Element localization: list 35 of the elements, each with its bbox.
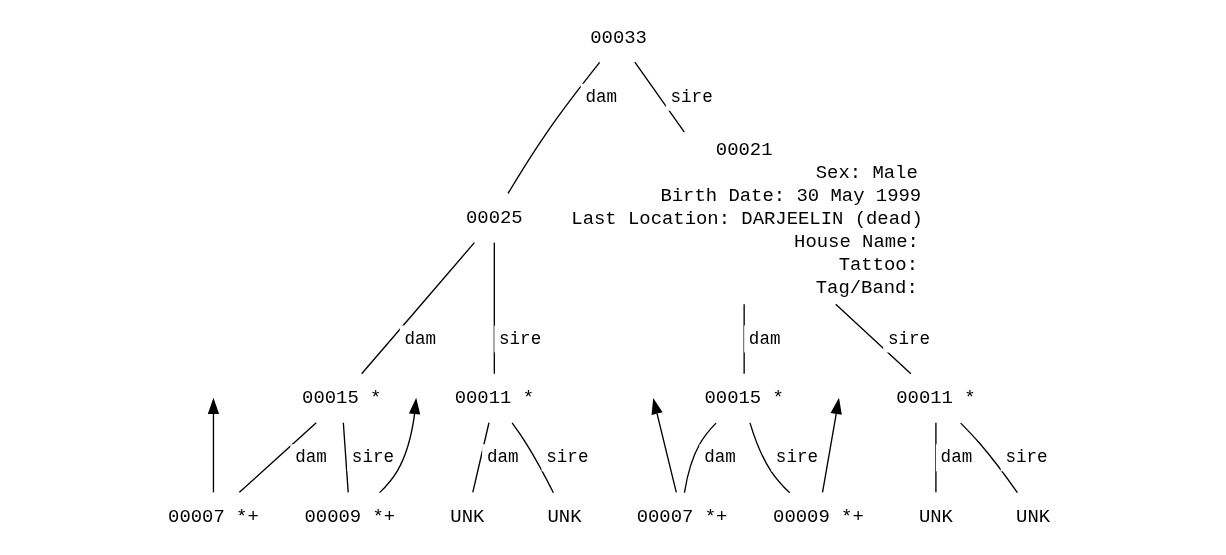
node-text: UNK (547, 506, 582, 529)
edge-label: dam (703, 447, 736, 468)
node-text: 00011 * (454, 387, 534, 410)
node-label: Birth Date: 30 May 1999 (659, 184, 921, 207)
edge-label: dam (584, 86, 617, 107)
edge-label: sire (545, 447, 588, 468)
node-text: UNK (918, 506, 953, 529)
edge-label: dam (404, 328, 436, 349)
node-text: 00011 * (895, 387, 976, 410)
node-label: House Name: (793, 230, 919, 253)
node-text: 00015 * (301, 387, 381, 410)
edge-label: dam (294, 447, 327, 468)
edge-label: sire (670, 86, 713, 107)
node-text: 00007 *+ (167, 506, 259, 529)
node-text: UNK (449, 506, 484, 529)
node-label: Last Location: DARJEELIN (dead) (570, 207, 923, 230)
node-text: 00021 (715, 138, 772, 161)
edge-label: dam (940, 447, 972, 468)
edge-label: sire (351, 447, 394, 468)
node-label: Sex: Male (815, 161, 918, 184)
node-label: Tag/Band: (815, 276, 918, 299)
edge-label: sire (1004, 447, 1048, 468)
node-text: 00009 *+ (303, 506, 395, 529)
node-text: 00009 *+ (772, 506, 864, 529)
edge-label: dam (486, 447, 518, 468)
node-text: 00025 (465, 207, 523, 230)
node-text: 00015 * (703, 387, 784, 410)
edge-label: sire (775, 447, 818, 468)
node-label: Tattoo: (838, 253, 918, 276)
node-text: 00007 *+ (636, 506, 727, 529)
node-text: 00033 (589, 26, 647, 49)
edge-label: dam (748, 328, 780, 349)
edge-label: sire (498, 328, 541, 349)
node-text: UNK (1015, 506, 1050, 529)
edge-label: sire (887, 328, 930, 349)
